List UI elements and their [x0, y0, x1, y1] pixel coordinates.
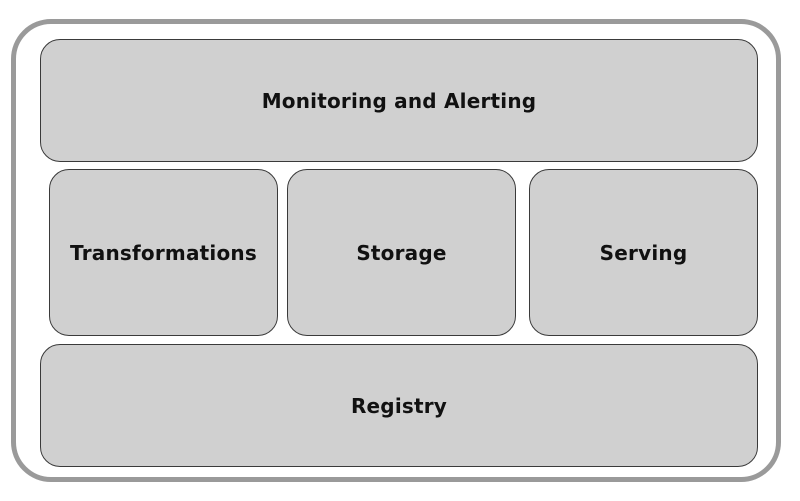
- monitoring-and-alerting-block: Monitoring and Alerting: [40, 39, 758, 162]
- serving-label: Serving: [599, 240, 688, 265]
- transformations-label: Transformations: [70, 240, 257, 265]
- storage-block: Storage: [287, 169, 516, 336]
- registry-label: Registry: [350, 393, 448, 418]
- monitoring-and-alerting-label: Monitoring and Alerting: [261, 88, 537, 113]
- transformations-block: Transformations: [49, 169, 278, 336]
- registry-block: Registry: [40, 344, 758, 467]
- serving-block: Serving: [529, 169, 758, 336]
- storage-label: Storage: [356, 240, 447, 265]
